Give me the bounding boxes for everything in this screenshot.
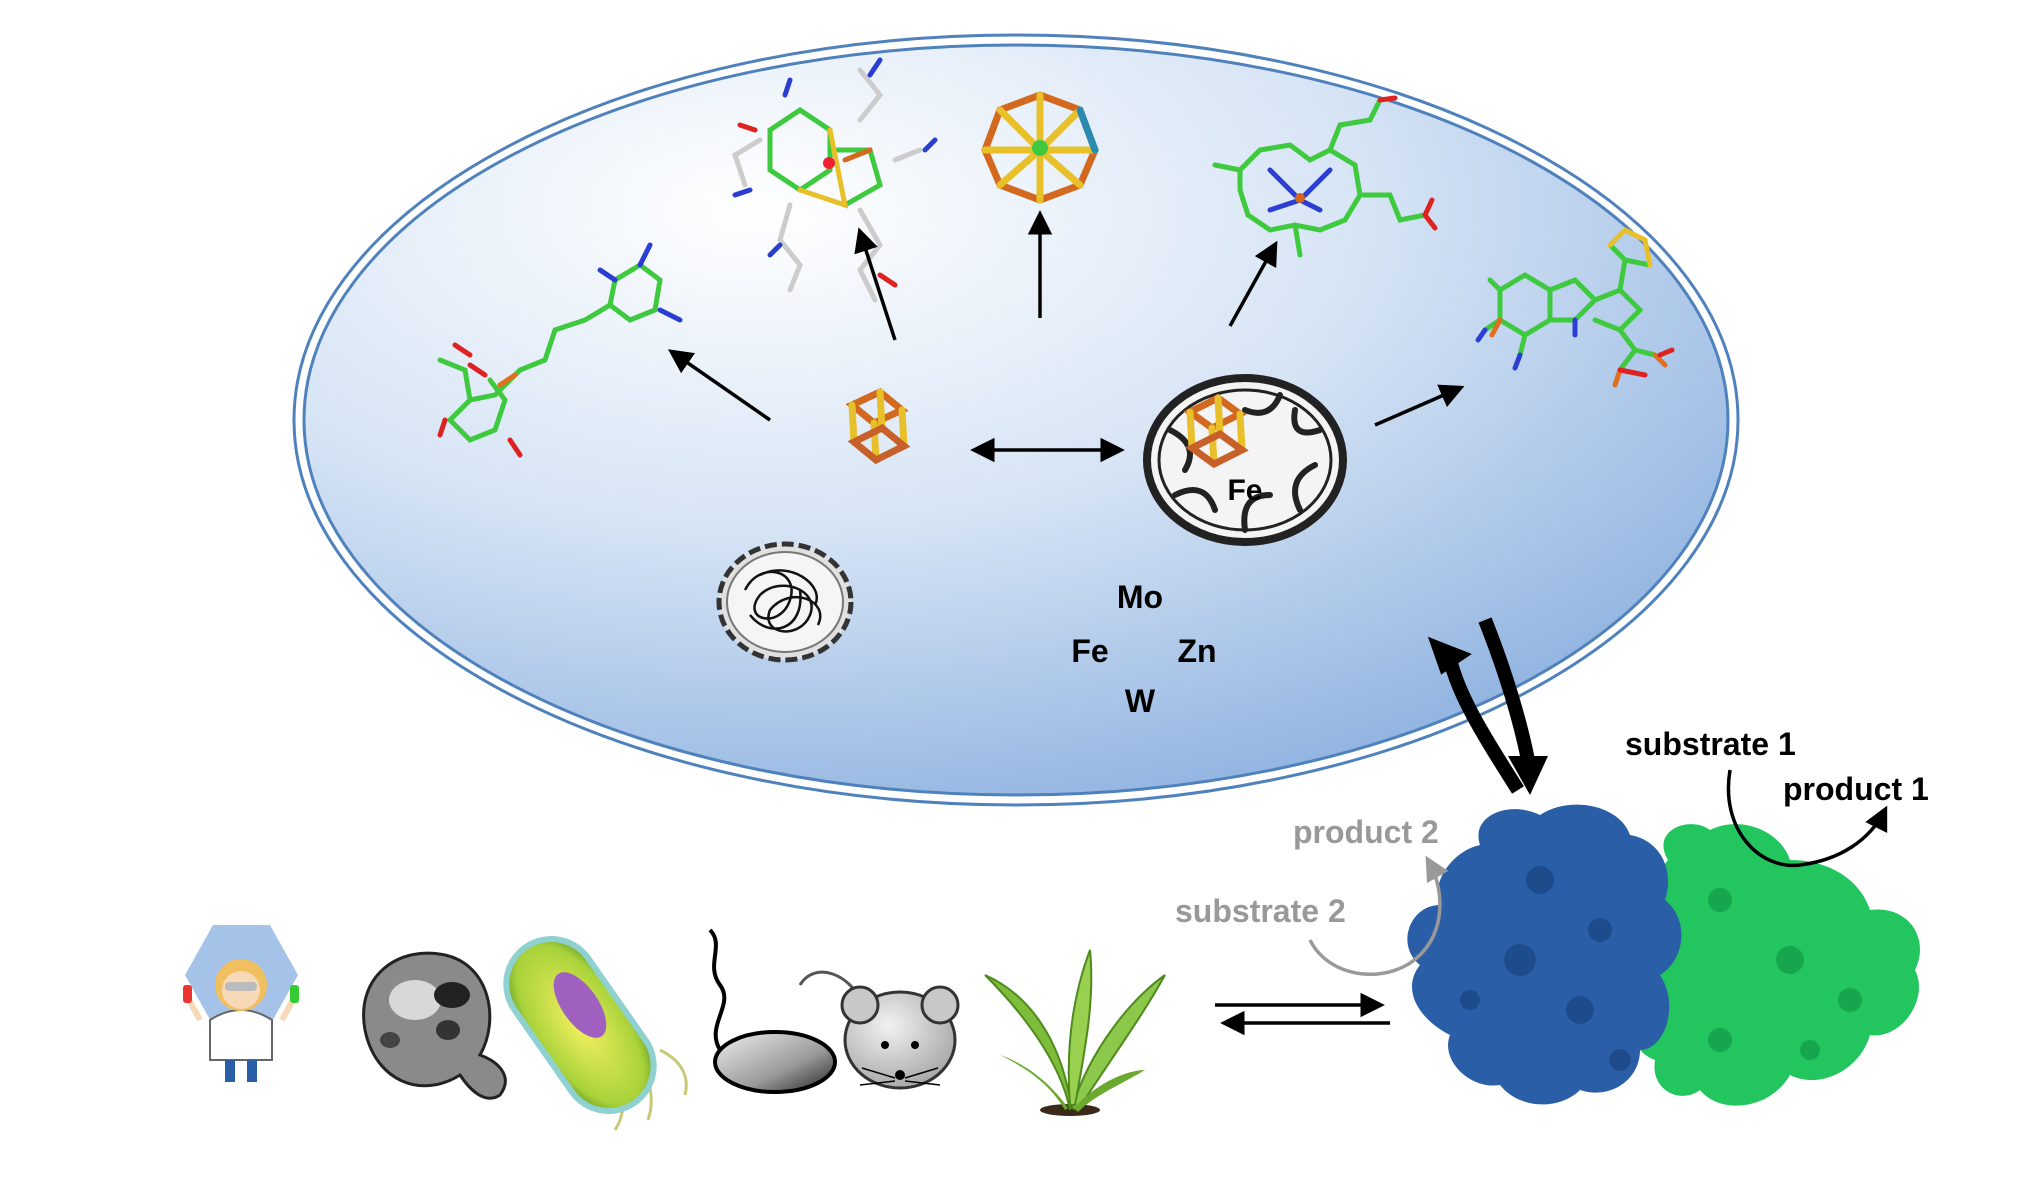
enzyme-protein-surface [1407, 804, 1920, 1106]
heme-porphyrin-molecule [1212, 95, 1438, 258]
product-2-label: product 2 [1293, 814, 1439, 850]
reaction-1: substrate 1 product 1 [1625, 726, 1929, 868]
substrate-2-label: substrate 2 [1175, 893, 1346, 929]
metal-zn-label: Zn [1177, 633, 1216, 669]
cell-arrows [667, 210, 1465, 463]
metal-fe-label: Fe [1071, 633, 1108, 669]
yeast-cell-micrograph [362, 951, 507, 1100]
metals-group: Mo Fe Zn W [1071, 579, 1216, 719]
mouse-icon [798, 970, 960, 1090]
scientist-icon [183, 925, 299, 1082]
metal-mo-label: Mo [1117, 579, 1163, 615]
organism-protein-equilibrium-arrows [1215, 992, 1390, 1036]
substrate-1-label: substrate 1 [1625, 726, 1796, 762]
metal-w-label: W [1125, 683, 1156, 719]
sperm-like-cell-icon [708, 928, 837, 1094]
nucleus [716, 541, 854, 663]
bacterium-icon [503, 936, 688, 1131]
fe-s-cluster-cytosol [845, 387, 911, 465]
plant-icon [984, 949, 1166, 1116]
nucleotide-cofactor-molecule [437, 242, 683, 458]
fe-mo-cofactor-cluster-molecule [981, 91, 1099, 204]
reaction-2: product 2 substrate 2 [1175, 814, 1449, 976]
cell-protein-exchange-arrows [1427, 617, 1548, 795]
mito-metal-label: Fe [1227, 474, 1262, 507]
cell [292, 33, 1740, 807]
mitochondrion: Fe [1143, 374, 1347, 546]
product-1-label: product 1 [1783, 771, 1929, 807]
molybdopterin-molecule [1475, 226, 1675, 388]
